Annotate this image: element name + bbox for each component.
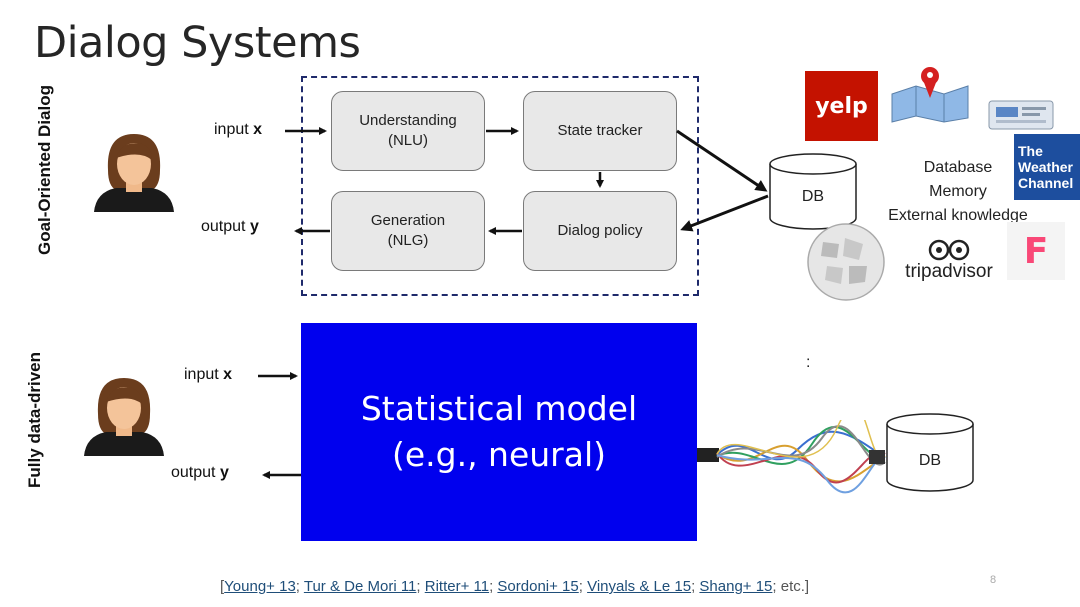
dialog-policy-box: Dialog policy bbox=[523, 191, 677, 271]
tripadvisor-wordmark: tripadvisor bbox=[905, 261, 993, 282]
data-output-label: output y bbox=[171, 464, 229, 481]
goal-input-label: input x bbox=[214, 121, 263, 138]
reference-link[interactable]: Vinyals & Le 15 bbox=[587, 578, 692, 595]
references-line: [Young+ 13; Tur & De Mori 11; Ritter+ 11… bbox=[220, 578, 810, 595]
knowledge-line: Database bbox=[923, 159, 993, 176]
state-tracker-box: State tracker bbox=[523, 91, 677, 171]
knowledge-line: Memory bbox=[929, 183, 987, 200]
db-label: DB bbox=[801, 188, 825, 205]
pipeline-container bbox=[301, 76, 699, 296]
page-number: 8 bbox=[990, 574, 997, 586]
weather-channel-logo: The Weather Channel bbox=[1014, 134, 1080, 200]
weather-logo-line: Channel bbox=[1018, 175, 1074, 191]
model-subtitle: (e.g., neural) bbox=[391, 435, 607, 474]
cable-bundle-image bbox=[697, 420, 886, 494]
reference-link[interactable]: Tur & De Mori 11 bbox=[303, 578, 417, 595]
database-cylinder bbox=[769, 153, 857, 230]
db-label: DB bbox=[918, 452, 942, 469]
model-title: Statistical model bbox=[360, 389, 638, 428]
reference-link[interactable]: Sordoni+ 15 bbox=[497, 578, 579, 595]
weather-logo-line: The bbox=[1018, 143, 1043, 159]
person-icon bbox=[94, 134, 174, 212]
reference-link[interactable]: Shang+ 15 bbox=[699, 578, 773, 595]
knowledge-sources-text: Database Memory External knowledge bbox=[872, 156, 1044, 228]
slide-title: Dialog Systems bbox=[34, 18, 361, 68]
data-input-label: input x bbox=[184, 366, 233, 383]
map-pin-icon bbox=[891, 67, 969, 123]
yelp-logo: yelp bbox=[805, 71, 878, 141]
database-cylinder bbox=[886, 413, 974, 492]
reference-link[interactable]: Ritter+ 11 bbox=[424, 578, 490, 595]
understanding-nlu-box: Understanding (NLU) bbox=[331, 91, 485, 171]
owl-eyes-icon bbox=[928, 239, 970, 261]
statistical-model-box: Statistical model (e.g., neural) bbox=[301, 323, 697, 541]
weather-logo-line: Weather bbox=[1018, 159, 1073, 175]
person-icon bbox=[84, 378, 164, 456]
wikipedia-globe-icon bbox=[807, 223, 885, 301]
goal-output-label: output y bbox=[201, 218, 259, 235]
tracker-to-db-arrow bbox=[676, 129, 768, 192]
reference-link[interactable]: Young+ 13 bbox=[224, 578, 296, 595]
colon-mark: : bbox=[806, 354, 811, 371]
news-app-icon bbox=[988, 100, 1054, 130]
knowledge-line: External knowledge bbox=[888, 207, 1028, 224]
tripadvisor-logo: tripadvisor bbox=[896, 236, 1002, 286]
generation-nlg-box: Generation (NLG) bbox=[331, 191, 485, 271]
foursquare-logo: F bbox=[1007, 222, 1065, 280]
db-to-policy-arrow bbox=[680, 194, 769, 232]
